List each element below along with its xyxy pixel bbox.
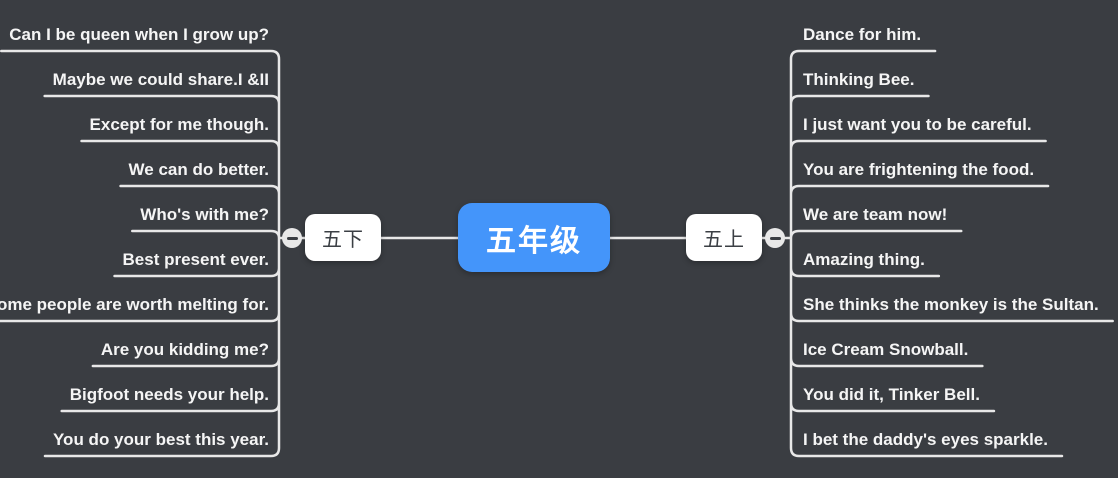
topic-item[interactable]: You did it, Tinker Bell. <box>803 385 980 404</box>
topic-item[interactable]: Amazing thing. <box>803 250 925 269</box>
topic-item[interactable]: Except for me though. <box>89 115 269 134</box>
topic-item[interactable]: I bet the daddy's eyes sparkle. <box>803 430 1048 449</box>
topic-item[interactable]: You do your best this year. <box>52 430 269 449</box>
branch-topic-right-label: 五上 <box>703 229 745 251</box>
branch-topic-left-label: 五下 <box>322 229 364 251</box>
topic-item[interactable]: She thinks the monkey is the Sultan. <box>803 295 1099 314</box>
collapse-button-left[interactable] <box>282 228 302 248</box>
topic-item[interactable]: You are frightening the food. <box>803 160 1035 179</box>
collapse-button-right[interactable] <box>765 228 785 248</box>
topic-item[interactable]: We can do better. <box>128 160 269 179</box>
topic-item[interactable]: Bigfoot needs your help. <box>69 385 269 404</box>
topic-item[interactable]: Best present ever. <box>122 250 269 269</box>
topic-item[interactable]: Ice Cream Snowball. <box>803 340 969 359</box>
topic-item[interactable]: Can I be queen when I grow up? <box>9 25 269 44</box>
topic-item[interactable]: We are team now! <box>803 205 948 224</box>
topic-item[interactable]: Maybe we could share.I &II <box>52 70 269 89</box>
branch-topic-left[interactable]: 五下 <box>305 214 381 261</box>
minus-icon <box>286 236 298 240</box>
minus-icon <box>769 236 781 240</box>
topic-item[interactable]: Who's with me? <box>140 205 269 224</box>
topic-item[interactable]: Are you kidding me? <box>100 340 269 359</box>
left-branch-items: Can I be queen when I grow up? Maybe we … <box>0 7 279 457</box>
root-topic-label: 五年级 <box>486 224 582 258</box>
branch-topic-right[interactable]: 五上 <box>686 214 762 261</box>
topic-item[interactable]: Some people are worth melting for. <box>0 295 269 314</box>
topic-item[interactable]: Thinking Bee. <box>803 70 915 89</box>
topic-item[interactable]: I just want you to be careful. <box>803 115 1032 134</box>
right-branch-items: Dance for him. Thinking Bee. I just want… <box>791 7 1113 457</box>
root-topic[interactable]: 五年级 <box>458 203 610 272</box>
topic-item[interactable]: Dance for him. <box>803 25 922 44</box>
